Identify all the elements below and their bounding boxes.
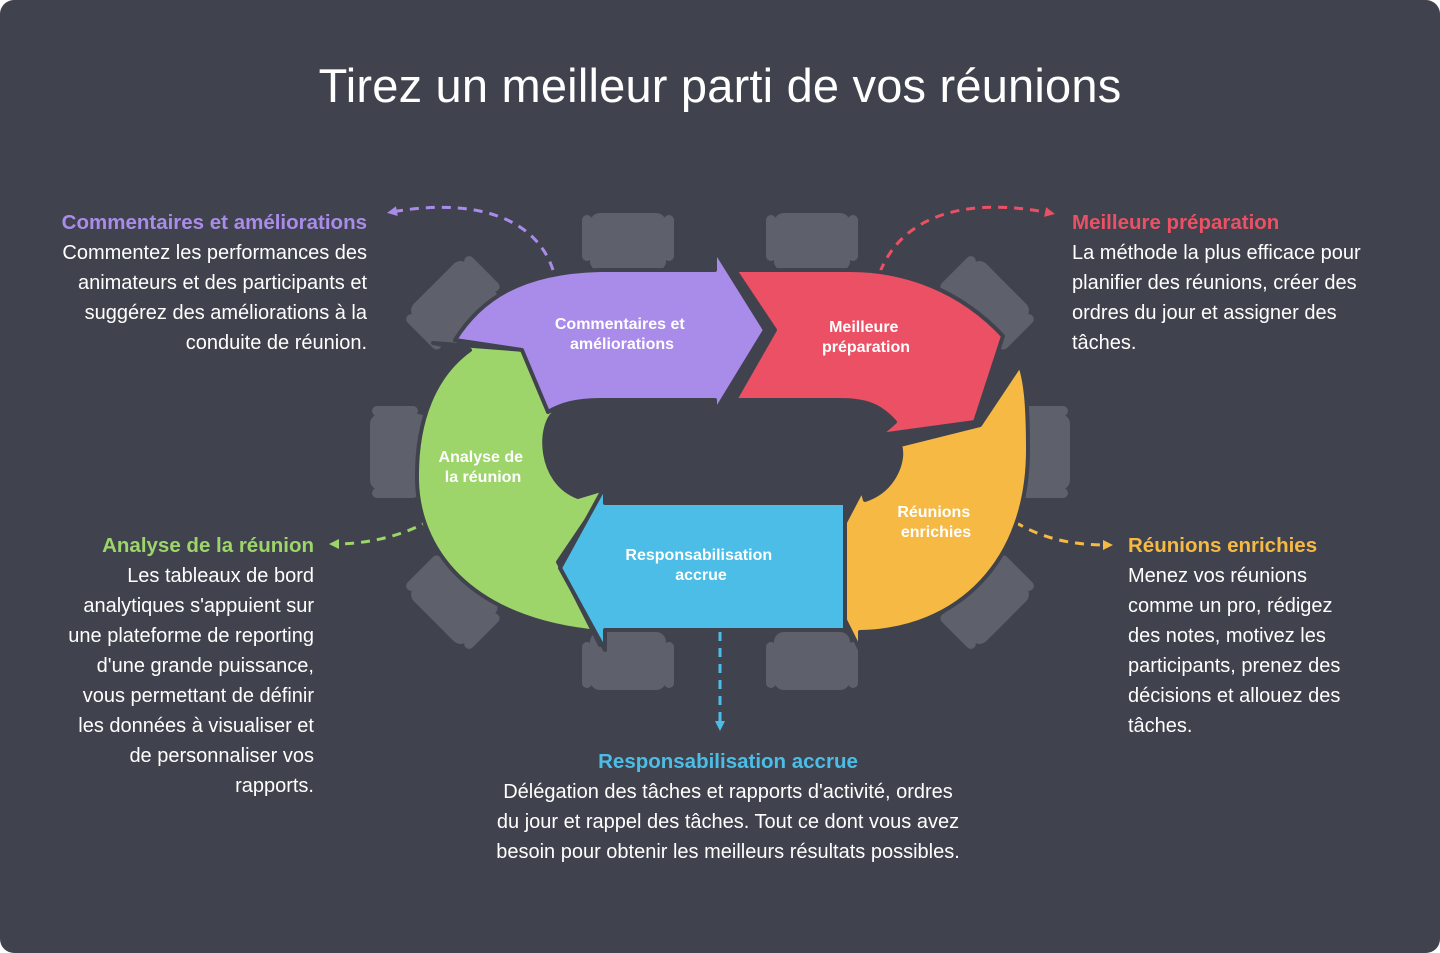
- text-commentaires: Commentez les performances des animateur…: [40, 238, 367, 358]
- text-enrichies: Menez vos réunions comme un pro, rédigez…: [1128, 561, 1368, 741]
- connector-analyse: [334, 520, 430, 544]
- chair-icon: [766, 632, 858, 690]
- text-preparation: La méthode la plus efficace pour planifi…: [1072, 238, 1372, 358]
- chair-icon: [766, 213, 858, 271]
- block-commentaires: Commentaires et améliorations Commentez …: [40, 208, 367, 358]
- block-responsabilisation: Responsabilisation accrue Délégation des…: [495, 747, 961, 867]
- text-analyse: Les tableaux de bord analytiques s'appui…: [64, 561, 314, 801]
- heading-analyse: Analyse de la réunion: [64, 531, 314, 561]
- heading-responsabilisation: Responsabilisation accrue: [495, 747, 961, 777]
- chair-icon: [582, 213, 674, 271]
- heading-enrichies: Réunions enrichies: [1128, 531, 1368, 561]
- heading-preparation: Meilleure préparation: [1072, 208, 1372, 238]
- connector-enrichies: [1015, 522, 1108, 545]
- heading-commentaires: Commentaires et améliorations: [40, 208, 367, 238]
- block-enrichies: Réunions enrichies Menez vos réunions co…: [1128, 531, 1368, 741]
- block-preparation: Meilleure préparation La méthode la plus…: [1072, 208, 1372, 358]
- text-responsabilisation: Délégation des tâches et rapports d'acti…: [495, 777, 961, 867]
- block-analyse: Analyse de la réunion Les tableaux de bo…: [64, 531, 314, 801]
